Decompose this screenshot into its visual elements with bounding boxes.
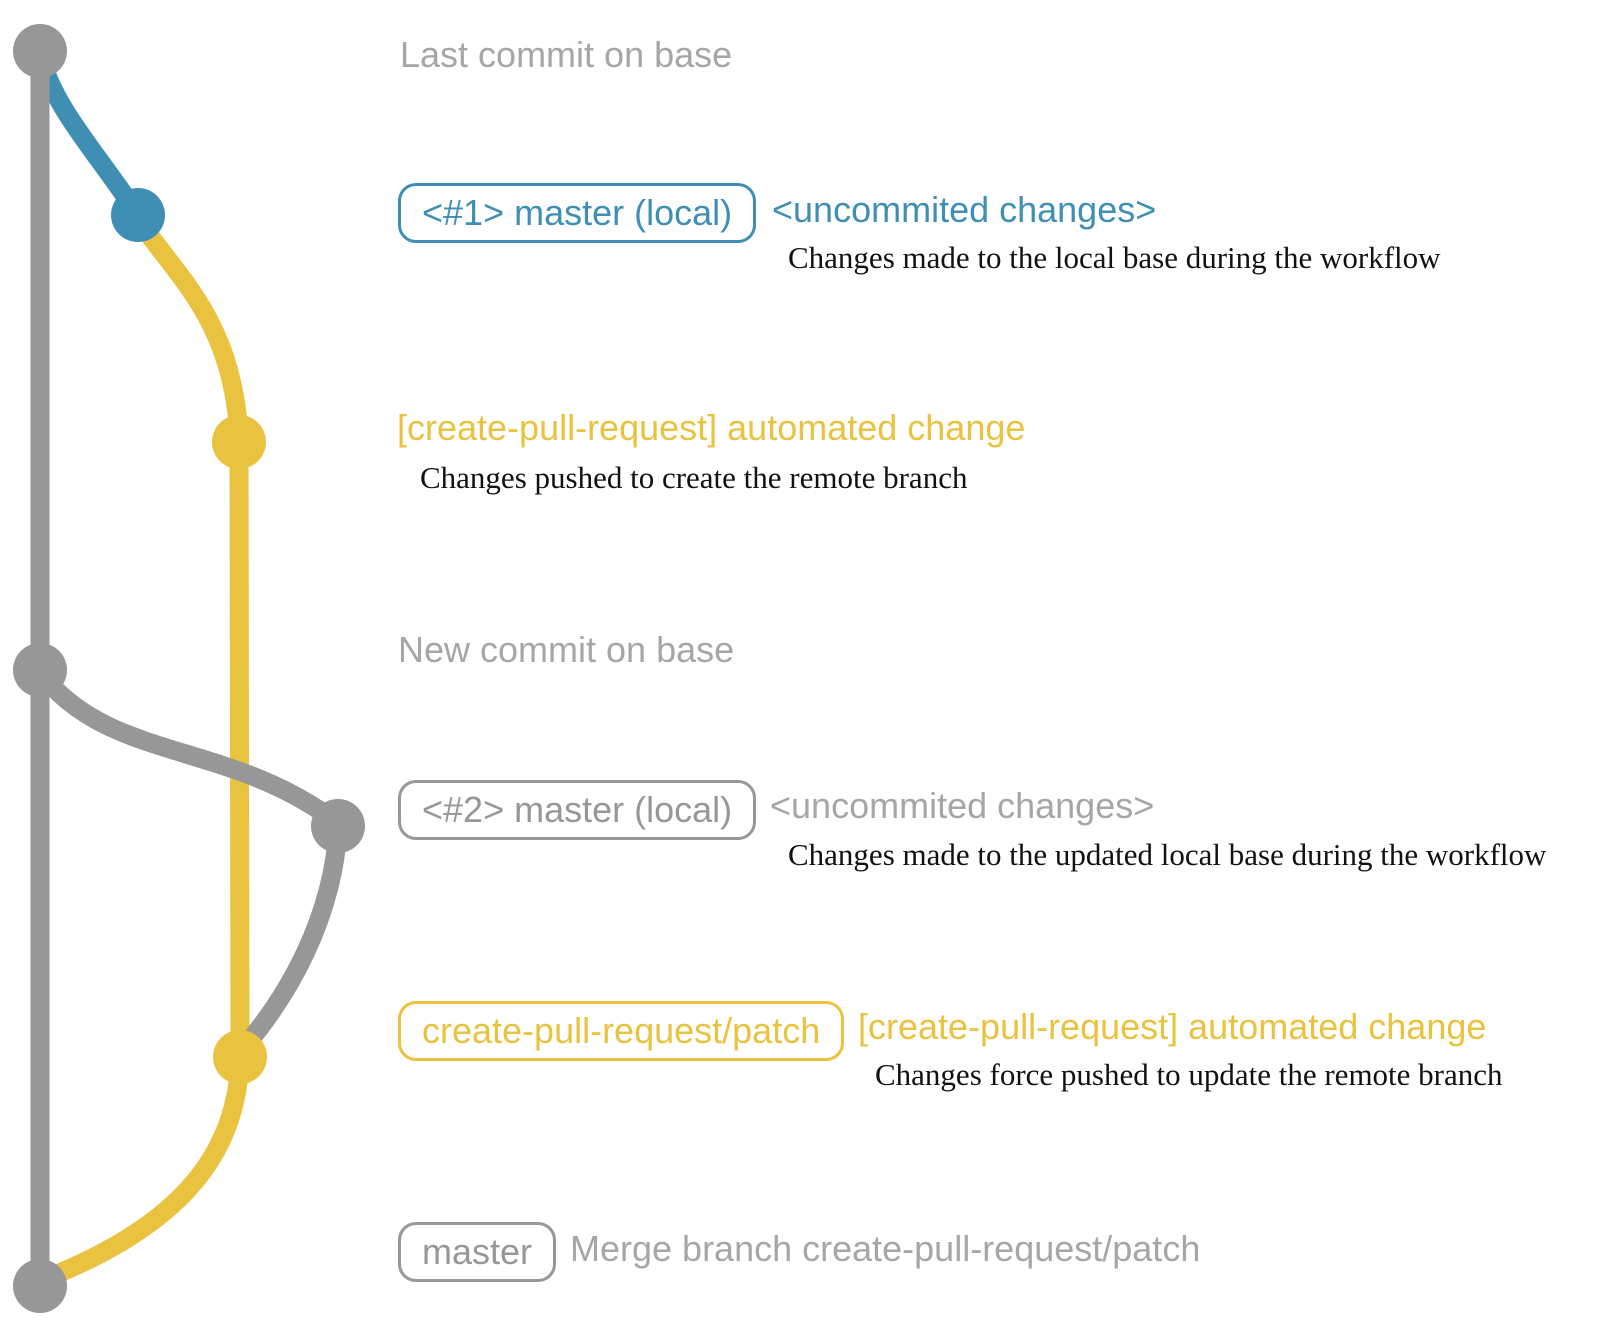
commit-node-new-on-base [13, 643, 67, 697]
badge-master-local-2: <#2> master (local) [398, 780, 757, 840]
branch-local-2-curve [30, 662, 346, 832]
caption-force-push-update: Changes force pushed to update the remot… [875, 1057, 1503, 1092]
branch-local-1-curve [30, 45, 148, 225]
badge-patch-branch: create-pull-request/patch [398, 1001, 845, 1061]
caption-local-changes-1: Changes made to the local base during th… [788, 240, 1441, 275]
title-automated-change-1: [create-pull-request] automated change [397, 407, 1026, 448]
branch-local-2-merge-curve [236, 820, 348, 1055]
caption-push-create-branch: Changes pushed to create the remote bran… [420, 460, 968, 495]
title-automated-change-2: [create-pull-request] automated change [858, 1006, 1487, 1047]
commit-node-patch-1 [212, 415, 266, 469]
commit-node-last-on-base [13, 24, 67, 78]
annotation-new-commit-on-base: New commit on base [398, 629, 735, 670]
commit-node-patch-2 [213, 1030, 267, 1084]
annotation-last-commit-on-base: Last commit on base [400, 34, 733, 75]
note-merge-branch: Merge branch create-pull-request/patch [570, 1228, 1201, 1269]
note-uncommitted-changes-1: <uncommited changes> [772, 189, 1157, 230]
caption-local-changes-2: Changes made to the updated local base d… [788, 837, 1547, 872]
badge-master-local-1: <#1> master (local) [398, 183, 757, 243]
commit-node-local-2 [311, 799, 365, 853]
commit-node-merge [13, 1259, 67, 1313]
note-uncommitted-changes-2: <uncommited changes> [770, 785, 1155, 826]
commit-node-local-1 [111, 188, 165, 242]
badge-master-merged: master [398, 1222, 557, 1282]
